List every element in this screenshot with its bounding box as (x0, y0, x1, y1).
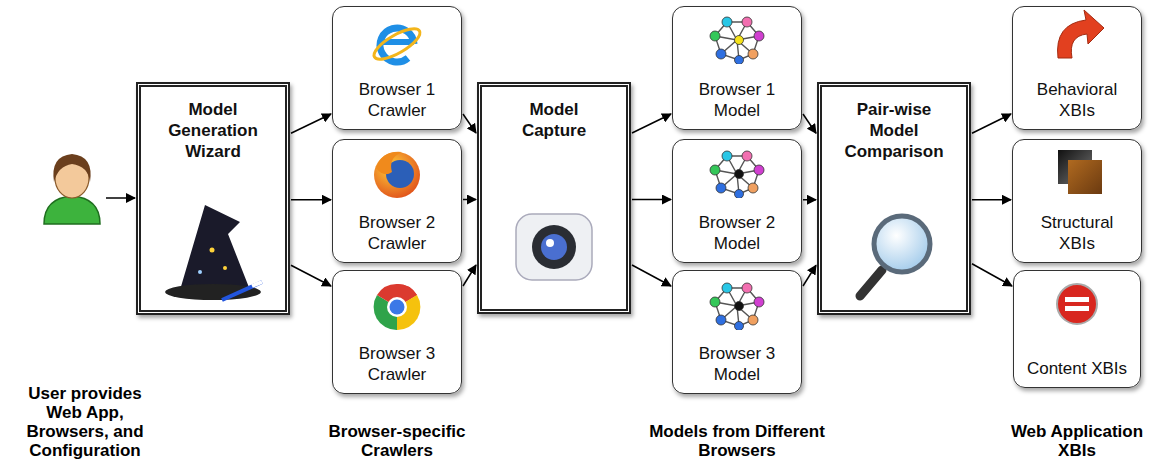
model-box: Browser 2 Model (672, 139, 802, 263)
stage-caption: Models from Different Browsers (647, 422, 827, 460)
flow-arrow (803, 199, 816, 201)
model-graph-icon (710, 283, 764, 331)
flow-arrow (291, 265, 331, 286)
camera-icon (516, 214, 592, 280)
model-box: Browser 1 Model (672, 6, 802, 130)
node-label: Browser 1 Crawler (342, 79, 452, 121)
stage-caption: User provides Web App, Browsers, and Con… (10, 384, 160, 460)
node-label: Browser 3 Model (682, 343, 792, 385)
result-box: Content XBIs (1013, 270, 1141, 388)
node-label: Browser 2 Model (682, 212, 792, 254)
flow-arrow (632, 199, 671, 201)
flow-arrow (632, 265, 671, 286)
node-label: Pair-wise Model Comparison (838, 99, 950, 162)
node-label: Content XBIs (1027, 358, 1127, 379)
wizard-hat-icon (165, 205, 262, 300)
model-graph-icon (710, 151, 764, 199)
result-box: Structural XBIs (1012, 139, 1142, 263)
node-label: Model Capture (498, 99, 610, 141)
result-box: Behavioral XBIs (1012, 6, 1142, 130)
flow-arrow (291, 199, 331, 201)
flow-arrow (803, 265, 816, 286)
process-box: Model Capture (477, 82, 631, 314)
node-label: Structural XBIs (1022, 212, 1132, 254)
input-arrow (106, 197, 135, 199)
ie-logo (370, 23, 424, 65)
node-label: Model Generation Wizard (157, 99, 269, 162)
flow-arrow (463, 265, 476, 286)
flow-arrow (803, 114, 816, 133)
content-stop-icon (1057, 284, 1097, 324)
crawler-box: Browser 2 Crawler (332, 139, 462, 263)
stage-caption: Web Application XBIs (1002, 422, 1152, 460)
model-box: Browser 3 Model (672, 270, 802, 394)
model-graph-icon (710, 17, 764, 65)
stage-caption: Browser-specific Crawlers (312, 422, 482, 460)
crawler-box: Browser 3 Crawler (332, 270, 462, 394)
flow-arrow (291, 114, 331, 133)
flow-arrow (463, 199, 476, 201)
magnifier-icon (860, 216, 930, 296)
node-label: Browser 2 Crawler (342, 212, 452, 254)
flow-arrow (463, 114, 476, 133)
flow-arrow (972, 114, 1011, 133)
node-label: Browser 1 Model (682, 79, 792, 121)
flow-arrow (632, 114, 671, 133)
flow-arrow (972, 199, 1011, 201)
behavioral-arrow-icon (1058, 10, 1104, 58)
structural-squares-icon (1058, 150, 1102, 194)
user-icon (44, 154, 100, 224)
crawler-box: Browser 1 Crawler (332, 6, 462, 130)
node-label: Behavioral XBIs (1022, 79, 1132, 121)
process-box: Model Generation Wizard (136, 82, 290, 315)
process-box: Pair-wise Model Comparison (817, 82, 971, 315)
firefox-logo (374, 152, 420, 198)
chrome-logo (374, 284, 421, 330)
node-label: Browser 3 Crawler (342, 343, 452, 385)
flow-arrow (972, 264, 1012, 286)
